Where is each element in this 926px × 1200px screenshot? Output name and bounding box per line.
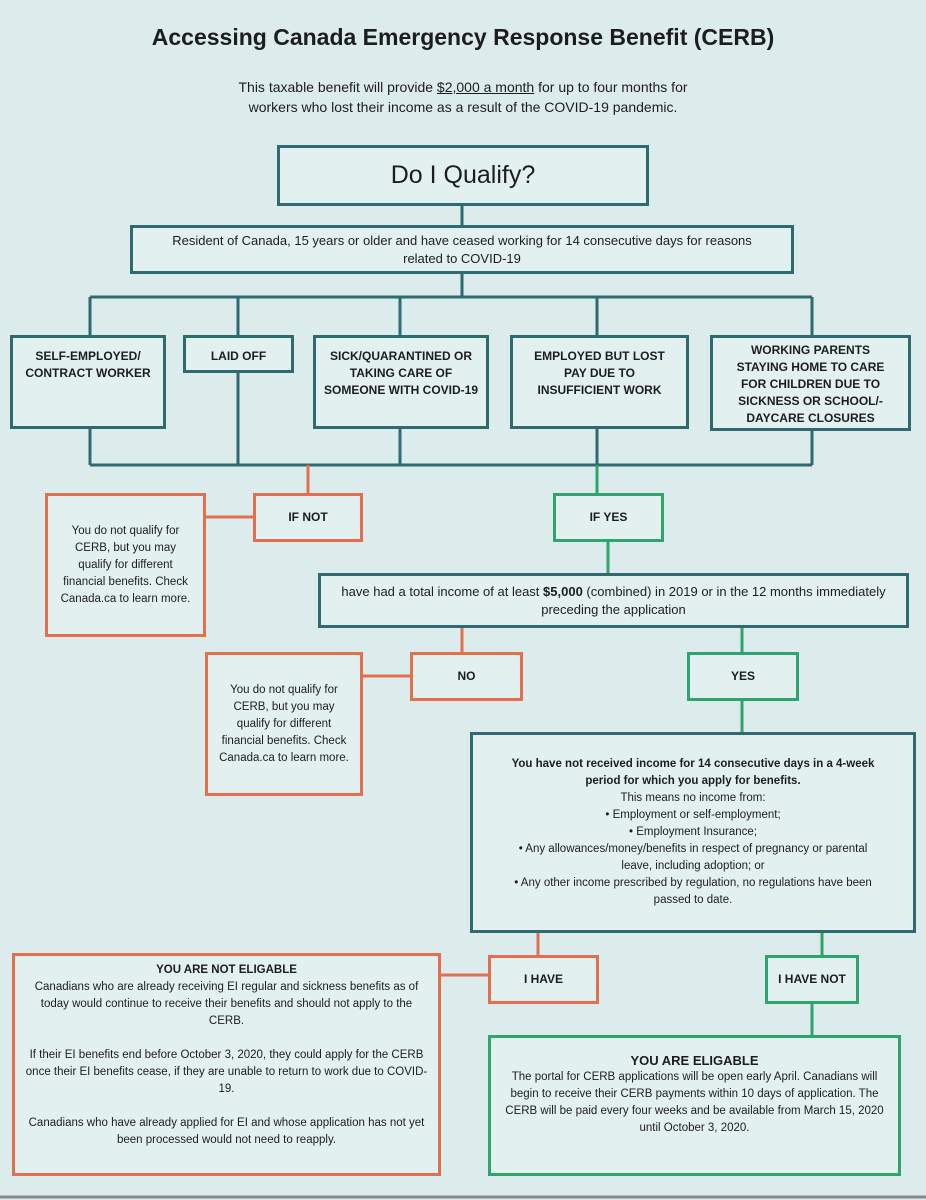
category-laid-off: LAID OFF <box>183 335 294 373</box>
not-eligible-box: YOU ARE NOT ELIGABLE Canadians who are a… <box>12 953 441 1176</box>
income-text-end: (combined) in 2019 or in the 12 months i… <box>541 583 886 617</box>
not-eligible-paragraph: Canadians who are already receiving EI r… <box>34 981 419 1027</box>
eligible-box: YOU ARE ELIGABLE The portal for CERB app… <box>488 1035 901 1176</box>
income-text: have had a total income of at least <box>341 583 544 599</box>
subtitle-line2: workers who lost their income as a resul… <box>248 99 678 115</box>
subtitle-amount: $2,000 a month <box>436 79 535 95</box>
not-eligible-paragraph: Canadians who have already applied for E… <box>28 1117 425 1146</box>
income-condition-box: You have not received income for 14 cons… <box>470 732 916 933</box>
category-self-employed: SELF-EMPLOYED/ CONTRACT WORKER <box>10 335 166 429</box>
not-eligible-heading: YOU ARE NOT ELIGABLE <box>156 964 297 976</box>
category-working-parents: WORKING PARENTS STAYING HOME TO CARE FOR… <box>710 335 911 431</box>
category-lost-pay: EMPLOYED BUT LOST PAY DUE TO INSUFFICIEN… <box>510 335 689 429</box>
do-i-qualify-box: Do I Qualify? <box>277 145 649 206</box>
income-criteria-box: have had a total income of at least $5,0… <box>318 573 909 628</box>
resident-criteria-box: Resident of Canada, 15 years or older an… <box>130 225 794 274</box>
condition-item: • Employment or self-employment; <box>605 809 781 821</box>
i-have-box: I HAVE <box>488 955 599 1004</box>
not-qualify-box-1: You do not qualify for CERB, but you may… <box>45 493 206 637</box>
no-box: NO <box>410 652 523 701</box>
condition-item: • Any allowances/money/benefits in respe… <box>518 843 868 872</box>
if-not-box: IF NOT <box>253 493 363 542</box>
condition-item: • Employment Insurance; <box>628 826 758 838</box>
not-qualify-box-2: You do not qualify for CERB, but you may… <box>205 652 363 796</box>
income-amount: $5,000 <box>543 583 583 599</box>
eligible-heading: YOU ARE ELIGABLE <box>630 1053 759 1068</box>
page-title: Accessing Canada Emergency Response Bene… <box>151 24 775 50</box>
yes-box: YES <box>687 652 799 701</box>
not-eligible-paragraph: If their EI benefits end before October … <box>25 1049 428 1095</box>
subtitle-text-end: for up to four months for <box>534 79 688 95</box>
condition-heading: You have not received income for 14 cons… <box>511 758 875 787</box>
if-yes-box: IF YES <box>553 493 664 542</box>
condition-item: • Any other income prescribed by regulat… <box>514 877 872 906</box>
eligible-text: The portal for CERB applications will be… <box>505 1071 884 1134</box>
subtitle: This taxable benefit will provide $2,000… <box>0 77 926 117</box>
subtitle-text: This taxable benefit will provide <box>238 79 437 95</box>
i-have-not-box: I HAVE NOT <box>765 955 859 1004</box>
condition-intro: This means no income from: <box>620 792 766 804</box>
category-sick-quarantined: SICK/QUARANTINED OR TAKING CARE OF SOMEO… <box>313 335 489 429</box>
